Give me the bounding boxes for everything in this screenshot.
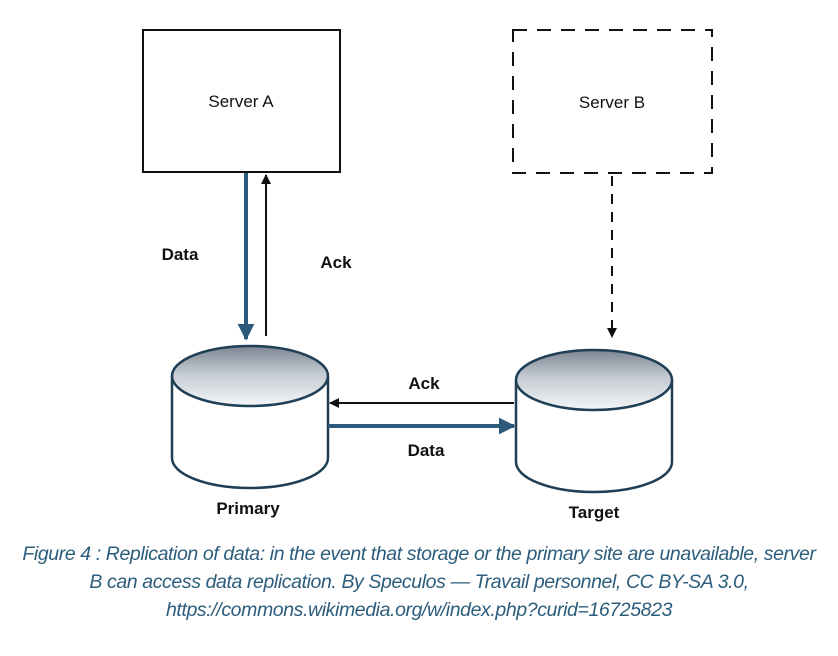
server-a-node: Server A bbox=[142, 29, 341, 173]
target-label: Target bbox=[569, 503, 620, 522]
server-b-node: Server B bbox=[512, 29, 713, 174]
ack-label-vertical: Ack bbox=[320, 253, 352, 272]
replication-diagram: Server A Server B Data Ack Primary Targe… bbox=[142, 29, 713, 522]
ack-label-horizontal: Ack bbox=[408, 374, 440, 393]
data-label-vertical: Data bbox=[162, 245, 199, 264]
data-label-horizontal: Data bbox=[408, 441, 445, 460]
primary-storage-node bbox=[170, 344, 330, 490]
server-a-label: Server A bbox=[208, 92, 274, 111]
primary-label: Primary bbox=[216, 499, 280, 518]
server-b-label: Server B bbox=[579, 93, 645, 112]
figure-caption: Figure 4 : Replication of data: in the e… bbox=[22, 543, 816, 621]
target-storage-node bbox=[514, 348, 674, 494]
